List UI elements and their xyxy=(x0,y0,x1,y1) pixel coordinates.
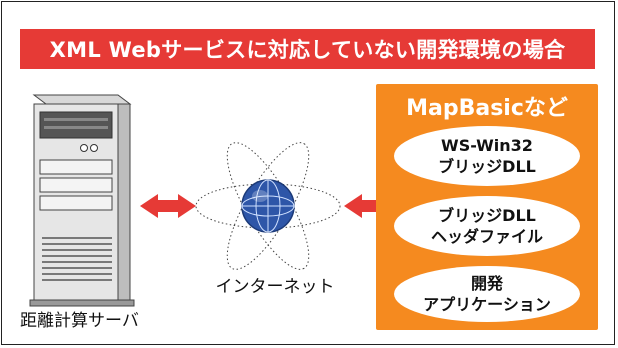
server-icon xyxy=(29,94,135,307)
internet-label: インターネット xyxy=(215,277,335,297)
component-line: アプリケーション xyxy=(423,295,551,314)
mapbasic-panel: MapBasicなど WS-Win32 ブリッジDLL ブリッジDLL ヘッダフ… xyxy=(376,84,598,330)
component-line: ヘッダファイル xyxy=(430,227,543,246)
component-line: ブリッジDLL xyxy=(438,206,536,225)
diagram-title-banner: XML Webサービスに対応していない開発環境の場合 xyxy=(20,29,595,69)
internet-globe-icon xyxy=(195,142,341,270)
bidirectional-arrow-left xyxy=(140,194,196,218)
component-line: WS-Win32 xyxy=(441,136,533,155)
component-bridge-dll: WS-Win32 ブリッジDLL xyxy=(394,126,580,186)
component-dev-application: 開発 アプリケーション xyxy=(394,266,580,322)
panel-title: MapBasicなど xyxy=(406,96,568,121)
component-line: ブリッジDLL xyxy=(438,157,536,176)
component-header-file: ブリッジDLL ヘッダファイル xyxy=(394,196,580,256)
component-line: 開発 xyxy=(470,274,503,293)
server-label: 距離計算サーバ xyxy=(20,311,139,331)
